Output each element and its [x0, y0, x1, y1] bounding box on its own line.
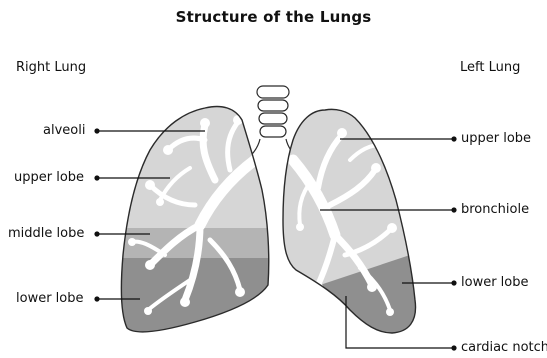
label-right-upper-lobe: upper lobe — [14, 170, 84, 185]
label-right-middle-lobe: middle lobe — [8, 226, 84, 241]
label-alveoli: alveoli — [43, 123, 85, 138]
left-lung-shape — [275, 100, 425, 345]
label-cardiac-notch: cardiac notch — [461, 340, 547, 355]
label-left-upper-lobe: upper lobe — [461, 131, 531, 146]
label-bronchiole: bronchiole — [461, 202, 529, 217]
label-right-lower-lobe: lower lobe — [16, 291, 84, 306]
label-left-lower-lobe: lower lobe — [461, 275, 529, 290]
right-lung-shape — [110, 100, 280, 348]
